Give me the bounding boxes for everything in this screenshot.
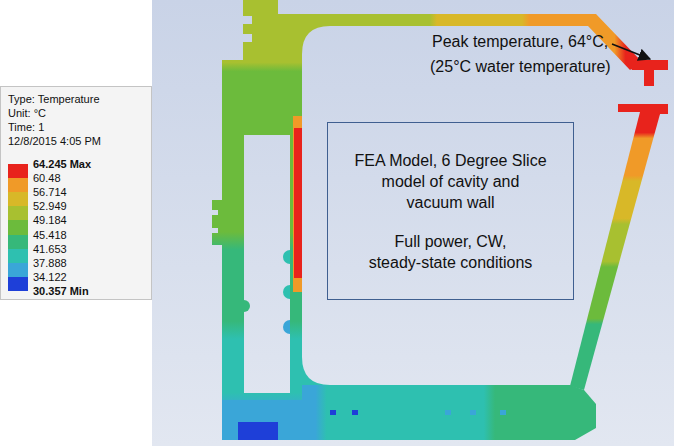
legend-value: 45.418 <box>33 228 67 242</box>
legend-swatch <box>8 263 28 278</box>
note-text: Full power, CW, steady-state conditions <box>367 231 534 273</box>
legend-value: 56.714 <box>33 185 67 199</box>
legend-value: 64.245 Max <box>33 157 91 171</box>
legend-swatch <box>8 220 28 235</box>
legend-swatch <box>8 206 28 221</box>
legend-value: 30.357 Min <box>33 284 89 298</box>
legend-swatch <box>8 235 28 250</box>
note-box: FEA Model, 6 Degree Slice model of cavit… <box>327 122 574 300</box>
legend-value: 60.48 <box>33 171 61 185</box>
legend-header: Time: 1 <box>8 120 44 134</box>
legend-swatch <box>8 249 28 264</box>
note-text: FEA Model, 6 Degree Slice model of cavit… <box>353 150 549 213</box>
legend-swatch <box>8 164 28 179</box>
callout-text: Peak temperature, 64°C, <box>432 32 608 52</box>
legend-swatch <box>8 192 28 207</box>
legend-header: Type: Temperature <box>8 92 100 106</box>
legend-value: 49.184 <box>33 213 67 227</box>
legend-value: 41.653 <box>33 242 67 256</box>
legend-swatch <box>8 277 28 292</box>
legend-value: 34.122 <box>33 270 67 284</box>
legend-header: Unit: °C <box>8 106 46 120</box>
legend-value: 37.888 <box>33 256 67 270</box>
legend-value: 52.949 <box>33 199 67 213</box>
legend-swatch <box>8 178 28 193</box>
legend-header: 12/8/2015 4:05 PM <box>8 134 101 148</box>
callout-text: (25°C water temperature) <box>430 57 611 77</box>
